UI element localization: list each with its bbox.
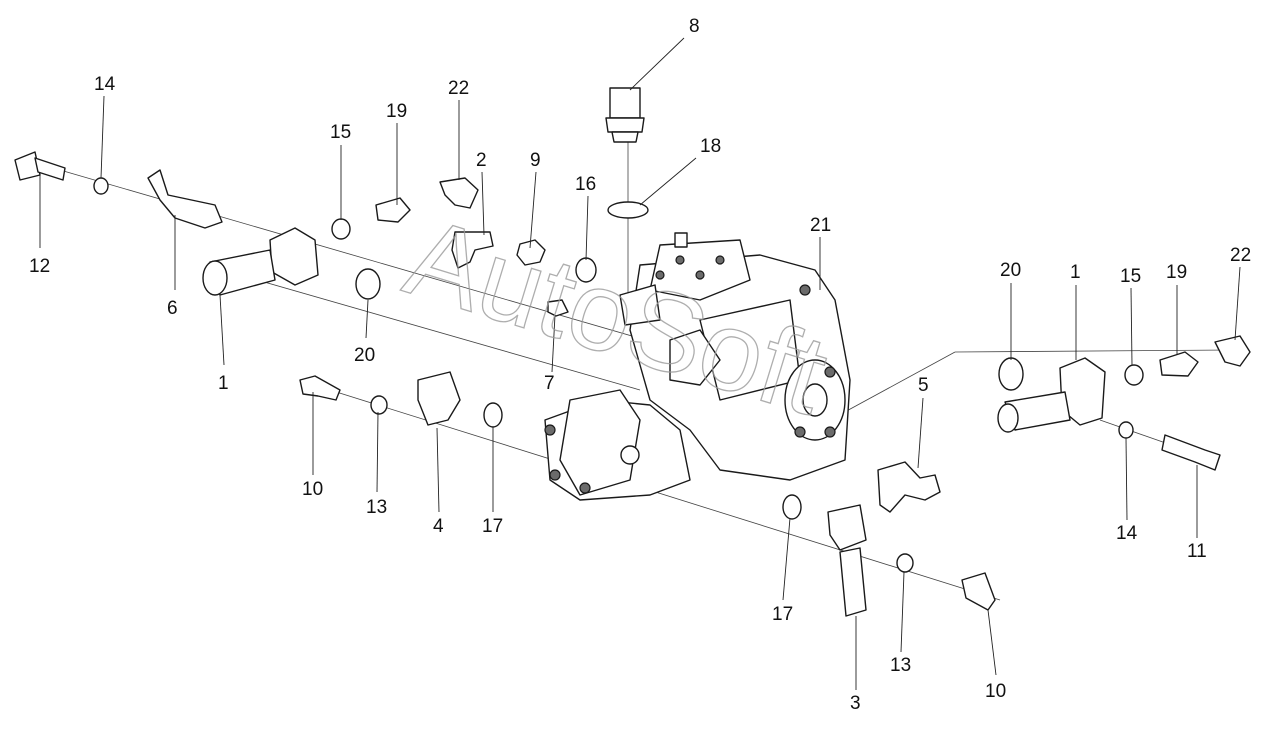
callout-6: 6 — [167, 298, 178, 319]
part-8-fitting — [605, 87, 645, 143]
part-4-flange — [417, 371, 461, 426]
part-19-adapter-left — [375, 197, 411, 223]
part-1-flange-right — [997, 357, 1106, 433]
part-18-o-ring — [607, 201, 649, 219]
part-6-bracket — [147, 169, 223, 229]
callout-8: 8 — [689, 16, 700, 37]
callout-12: 12 — [29, 256, 50, 277]
part-22-elbow-right — [1214, 335, 1251, 367]
part-12-bolt — [14, 151, 66, 181]
callout-1: 1 — [218, 373, 229, 394]
part-20-o-ring-right — [998, 357, 1024, 391]
callout-16: 16 — [575, 174, 596, 195]
part-10-bolt-left — [299, 375, 341, 401]
part-13-washer-left — [370, 395, 388, 415]
callout-14: 14 — [1116, 523, 1138, 544]
callout-22: 22 — [1230, 245, 1251, 266]
callout-11: 11 — [1187, 541, 1207, 562]
callout-4: 4 — [433, 516, 444, 537]
callout-17: 17 — [772, 604, 793, 625]
part-14-washer-right — [1118, 421, 1134, 439]
callout-7: 7 — [544, 373, 555, 394]
part-1-flange-left — [202, 227, 319, 296]
leader-lines — [39, 37, 1241, 690]
callout-18: 18 — [700, 136, 721, 157]
part-10-bolt-right — [961, 572, 996, 611]
callout-10: 10 — [985, 681, 1006, 702]
callout-labels: 8 18 14 12 6 15 19 22 2 9 16 21 1 20 7 2… — [29, 16, 1251, 714]
part-5-tee — [877, 461, 941, 513]
callout-14: 14 — [94, 74, 116, 95]
callout-21: 21 — [810, 215, 831, 236]
part-9-nut — [516, 239, 546, 266]
callout-9: 9 — [530, 150, 541, 171]
part-22-elbow-left — [439, 177, 479, 209]
callout-10: 10 — [302, 479, 323, 500]
part-11-bolt — [1161, 434, 1221, 471]
callout-1: 1 — [1070, 262, 1081, 283]
callout-2: 2 — [476, 150, 487, 171]
part-20-o-ring-left — [355, 268, 381, 300]
callout-19: 19 — [386, 101, 407, 122]
callout-20: 20 — [354, 345, 375, 366]
part-19-adapter-right — [1159, 351, 1199, 377]
callout-15: 15 — [1120, 266, 1141, 287]
callout-13: 13 — [366, 497, 387, 518]
part-17-o-ring-left — [483, 402, 503, 428]
callout-15: 15 — [330, 122, 351, 143]
pump-housing — [544, 232, 851, 501]
callout-3: 3 — [850, 693, 861, 714]
callout-5: 5 — [918, 375, 929, 396]
part-3-pipe — [827, 504, 867, 617]
part-15-seal-right — [1124, 364, 1144, 386]
callout-20: 20 — [1000, 260, 1021, 281]
callout-22: 22 — [448, 78, 469, 99]
part-2-elbow-pipe — [451, 231, 494, 269]
callout-13: 13 — [890, 655, 911, 676]
part-17-o-ring-right — [782, 494, 802, 520]
part-7-plug — [547, 299, 569, 317]
callout-19: 19 — [1166, 262, 1187, 283]
part-15-seal-left — [331, 218, 351, 240]
assembly-axes — [59, 140, 1231, 601]
callout-17: 17 — [482, 516, 503, 537]
part-14-washer — [93, 177, 109, 195]
part-13-washer-right — [896, 553, 914, 573]
